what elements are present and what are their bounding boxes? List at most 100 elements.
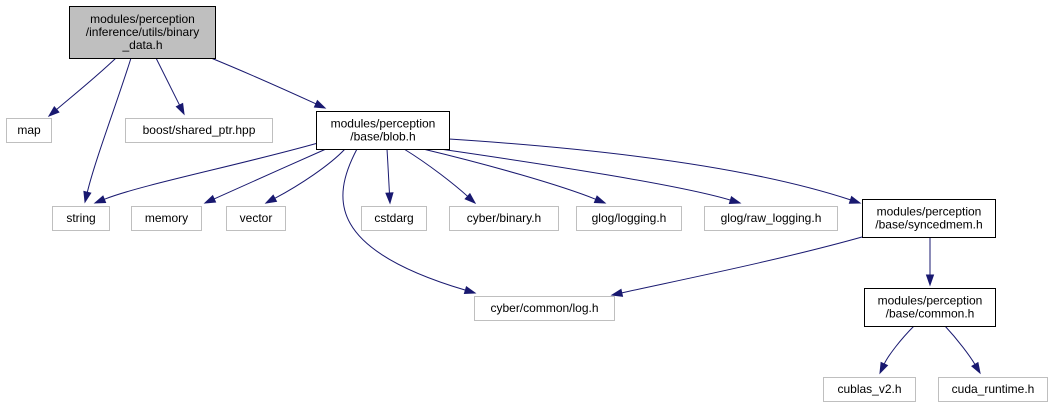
arrowhead-icon	[203, 194, 217, 204]
edge-blob-to-cyber_log	[342, 148, 477, 295]
edge-line	[422, 148, 596, 200]
edge-line	[210, 57, 317, 105]
arrowhead-icon	[593, 195, 607, 204]
node-syncedmem[interactable]: modules/perception/base/syncedmem.h	[862, 199, 996, 238]
edge-blob-to-memory	[203, 148, 327, 204]
edge-blob-to-vector	[264, 148, 346, 204]
arrowhead-icon	[93, 195, 107, 204]
node-cyber-binary: cyber/binary.h	[449, 206, 559, 231]
edge-line	[86, 57, 132, 193]
node-box	[576, 206, 682, 231]
edge-line	[274, 148, 346, 199]
node-box	[474, 296, 615, 321]
edge-blob-to-glog_logging	[422, 148, 607, 204]
arrowhead-icon	[83, 190, 92, 204]
edge-blob-to-glog_raw	[439, 148, 742, 205]
edge-line	[213, 148, 327, 200]
node-memory: memory	[131, 206, 202, 231]
node-box	[938, 377, 1048, 402]
node-label-line: _data.h	[121, 38, 162, 52]
node-box	[52, 206, 110, 231]
arrowhead-icon	[385, 192, 394, 205]
edges-layer	[47, 57, 981, 375]
node-glog-logging: glog/logging.h	[576, 206, 682, 231]
arrowhead-icon	[925, 274, 935, 287]
node-box	[361, 206, 427, 231]
node-common[interactable]: modules/perception/base/common.h	[864, 288, 996, 327]
nodes-layer: modules/perception/inference/utils/binar…	[6, 6, 1048, 402]
node-label-line: modules/perception	[90, 12, 195, 26]
arrowhead-icon	[879, 361, 889, 375]
node-label-line: cstdarg	[374, 211, 413, 225]
arrowhead-icon	[175, 102, 185, 116]
edge-line	[104, 142, 319, 200]
node-label-line: cublas_v2.h	[837, 382, 901, 396]
node-label-line: cyber/common/log.h	[490, 301, 598, 315]
edge-line	[56, 57, 117, 110]
node-blob[interactable]: modules/perception/base/blob.h	[316, 111, 450, 150]
node-cuda-runtime: cuda_runtime.h	[938, 377, 1048, 402]
node-shared-ptr: boost/shared_ptr.hpp	[125, 118, 273, 143]
node-label-line: modules/perception	[331, 117, 436, 131]
edge-line	[342, 148, 466, 291]
node-glog-raw: glog/raw_logging.h	[704, 206, 838, 231]
node-box	[864, 288, 996, 327]
node-cublas: cublas_v2.h	[823, 377, 916, 402]
edge-line	[403, 148, 468, 197]
node-binary-data[interactable]: modules/perception/inference/utils/binar…	[69, 6, 216, 59]
node-label-line: modules/perception	[878, 294, 983, 308]
edge-common-to-cublas	[879, 325, 915, 375]
node-box	[131, 206, 202, 231]
edge-binary_data-to-map	[47, 57, 117, 117]
arrowhead-icon	[464, 192, 477, 205]
edge-binary_data-to-string	[83, 57, 132, 204]
node-map: map	[6, 118, 52, 143]
arrowhead-icon	[971, 361, 981, 375]
arrowhead-icon	[463, 285, 477, 295]
node-label-line: modules/perception	[877, 205, 982, 219]
arrowhead-icon	[728, 195, 742, 205]
node-cstdarg: cstdarg	[361, 206, 427, 231]
edge-common-to-cuda_runtime	[944, 325, 981, 375]
edge-blob-to-string	[93, 142, 319, 204]
edge-line	[621, 236, 863, 294]
edge-line	[944, 325, 976, 365]
arrowhead-icon	[313, 99, 327, 109]
edge-blob-to-syncedmem	[448, 138, 862, 204]
arrowhead-icon	[610, 288, 624, 297]
node-box	[125, 118, 273, 143]
node-label-line: /base/blob.h	[350, 130, 415, 144]
arrowhead-icon	[848, 195, 862, 204]
node-box	[862, 199, 996, 238]
node-label-line: boost/shared_ptr.hpp	[143, 123, 256, 137]
edge-binary_data-to-blob	[210, 57, 327, 109]
edge-line	[883, 325, 915, 365]
node-label-line: map	[17, 123, 41, 137]
edge-binary_data-to-shared_ptr	[155, 57, 185, 116]
node-cyber-log: cyber/common/log.h	[474, 296, 615, 321]
arrowhead-icon	[47, 105, 60, 117]
edge-line	[386, 148, 390, 194]
edge-blob-to-cyber_binary	[403, 148, 477, 205]
node-box	[316, 111, 450, 150]
node-label-line: cuda_runtime.h	[952, 382, 1035, 396]
edge-line	[448, 138, 851, 201]
node-box	[226, 206, 286, 231]
node-string: string	[52, 206, 110, 231]
node-vector: vector	[226, 206, 286, 231]
arrowhead-icon	[264, 194, 278, 204]
edge-syncedmem-to-common	[925, 237, 935, 287]
node-label-line: glog/logging.h	[592, 211, 667, 225]
node-label-line: glog/raw_logging.h	[721, 211, 822, 225]
edge-line	[439, 148, 731, 201]
node-label-line: /base/common.h	[886, 307, 975, 321]
node-box	[69, 6, 216, 59]
edge-blob-to-cstdarg	[385, 148, 394, 205]
node-box	[6, 118, 52, 143]
node-label-line: /base/syncedmem.h	[875, 218, 982, 232]
edge-line	[155, 57, 180, 106]
node-box	[823, 377, 916, 402]
edge-syncedmem-to-cyber_log	[610, 236, 863, 297]
node-label-line: vector	[240, 211, 273, 225]
